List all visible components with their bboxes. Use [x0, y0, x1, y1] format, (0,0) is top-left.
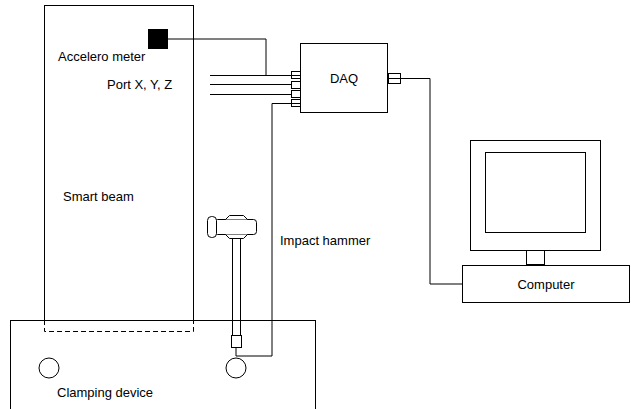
channel-wire [210, 84, 291, 85]
port-label: Port X, Y, Z [107, 77, 172, 92]
monitor-frame [471, 141, 601, 251]
node-label: Accelero meter [58, 49, 145, 64]
monitor-screen [486, 153, 586, 233]
monitor-stand [527, 251, 545, 265]
accelerometer-block: Accelero meter [148, 29, 168, 49]
text-holder: Computer [463, 266, 629, 302]
node-label: Computer [517, 277, 574, 292]
clamp-box: Clamping device [10, 320, 316, 409]
text-holder: DAQ [301, 44, 387, 112]
impact-hammer: Impact hammer [205, 215, 265, 350]
clamp-bolt [226, 358, 246, 378]
channel-wire [210, 75, 266, 76]
signal-cable [168, 39, 300, 76]
channel-wire [210, 94, 291, 95]
daq-box: DAQ [300, 43, 388, 113]
beam-outline: Smart beam Accelero meter [44, 5, 194, 320]
computer-box: Computer [462, 265, 630, 303]
node-label: DAQ [330, 71, 358, 86]
beam-hidden-part [45, 320, 194, 332]
node-label: Impact hammer [280, 233, 370, 248]
signal-cable [388, 79, 462, 285]
hammer-drawing [205, 215, 265, 350]
node-label: Smart beam [63, 189, 134, 204]
node-label: Clamping device [57, 385, 153, 400]
clamp-bolt [39, 358, 59, 378]
